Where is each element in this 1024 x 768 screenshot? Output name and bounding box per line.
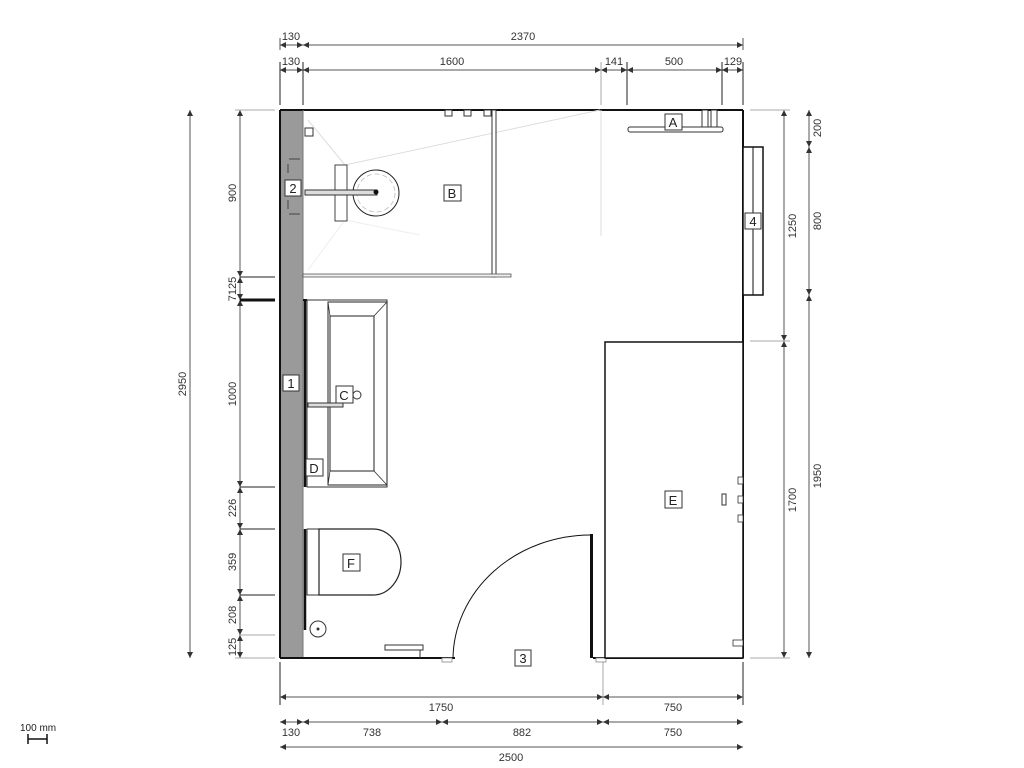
tag-c: C bbox=[335, 385, 354, 404]
dim-top2-130: 130 bbox=[282, 56, 300, 68]
dim-right-200: 200 bbox=[812, 119, 824, 137]
tag-d: D bbox=[305, 458, 324, 477]
dim-right-800: 800 bbox=[812, 212, 824, 230]
toilet bbox=[306, 528, 424, 658]
scale-label: 100 mm bbox=[20, 723, 56, 734]
tag-a: A bbox=[664, 113, 683, 131]
dim-left-226: 226 bbox=[227, 499, 239, 517]
dim-bottom-130: 130 bbox=[282, 727, 300, 739]
dim-top2-141: 141 bbox=[605, 56, 623, 68]
tag-3-label: 3 bbox=[519, 651, 526, 666]
scale-bar: 100 mm bbox=[20, 723, 56, 744]
dim-bottom-882: 882 bbox=[513, 727, 531, 739]
tag-2-label: 2 bbox=[289, 181, 296, 196]
tag-4: 4 bbox=[744, 212, 762, 230]
tag-f-label: F bbox=[347, 556, 355, 571]
tag-2: 2 bbox=[284, 179, 302, 197]
dim-top2-1600: 1600 bbox=[440, 56, 464, 68]
dim-right-1700: 1700 bbox=[787, 488, 799, 512]
tag-4-label: 4 bbox=[749, 214, 756, 229]
dim-top2-500: 500 bbox=[665, 56, 683, 68]
tag-e-label: E bbox=[669, 493, 678, 508]
dim-top-130: 130 bbox=[282, 31, 300, 43]
dim-left-2950: 2950 bbox=[177, 372, 189, 396]
tag-b-label: B bbox=[448, 186, 457, 201]
tag-3: 3 bbox=[514, 649, 532, 667]
dim-left-7125: 7125 bbox=[227, 277, 239, 301]
dim-right-1950: 1950 bbox=[812, 464, 824, 488]
bathtub bbox=[306, 299, 388, 488]
dim-left-900: 900 bbox=[227, 184, 239, 202]
tag-a-label: A bbox=[669, 115, 678, 130]
tag-b: B bbox=[443, 184, 462, 202]
dim-right-1250: 1250 bbox=[787, 214, 799, 238]
tag-1: 1 bbox=[282, 374, 300, 392]
tag-f: F bbox=[342, 553, 361, 572]
right-dimensions bbox=[750, 109, 812, 659]
tag-d-label: D bbox=[309, 461, 318, 476]
dim-top2-129: 129 bbox=[724, 56, 742, 68]
dim-bottom-2500: 2500 bbox=[499, 752, 523, 764]
shower-area bbox=[287, 109, 602, 278]
dim-left-208: 208 bbox=[227, 606, 239, 624]
top-dimensions bbox=[279, 38, 744, 105]
dim-bottom-750a: 750 bbox=[664, 702, 682, 714]
door-3 bbox=[441, 534, 607, 663]
tag-e: E bbox=[664, 490, 683, 509]
dim-left-125: 125 bbox=[227, 638, 239, 656]
tag-c-label: C bbox=[339, 388, 348, 403]
left-dimensions bbox=[187, 109, 275, 659]
bottom-dimensions bbox=[279, 662, 744, 750]
tag-1-label: 1 bbox=[287, 376, 294, 391]
dim-bottom-750b: 750 bbox=[664, 727, 682, 739]
dim-left-359: 359 bbox=[227, 553, 239, 571]
dim-left-1000: 1000 bbox=[227, 382, 239, 406]
dim-bottom-738: 738 bbox=[363, 727, 381, 739]
dim-top-2370: 2370 bbox=[511, 31, 535, 43]
dim-bottom-1750: 1750 bbox=[429, 702, 453, 714]
